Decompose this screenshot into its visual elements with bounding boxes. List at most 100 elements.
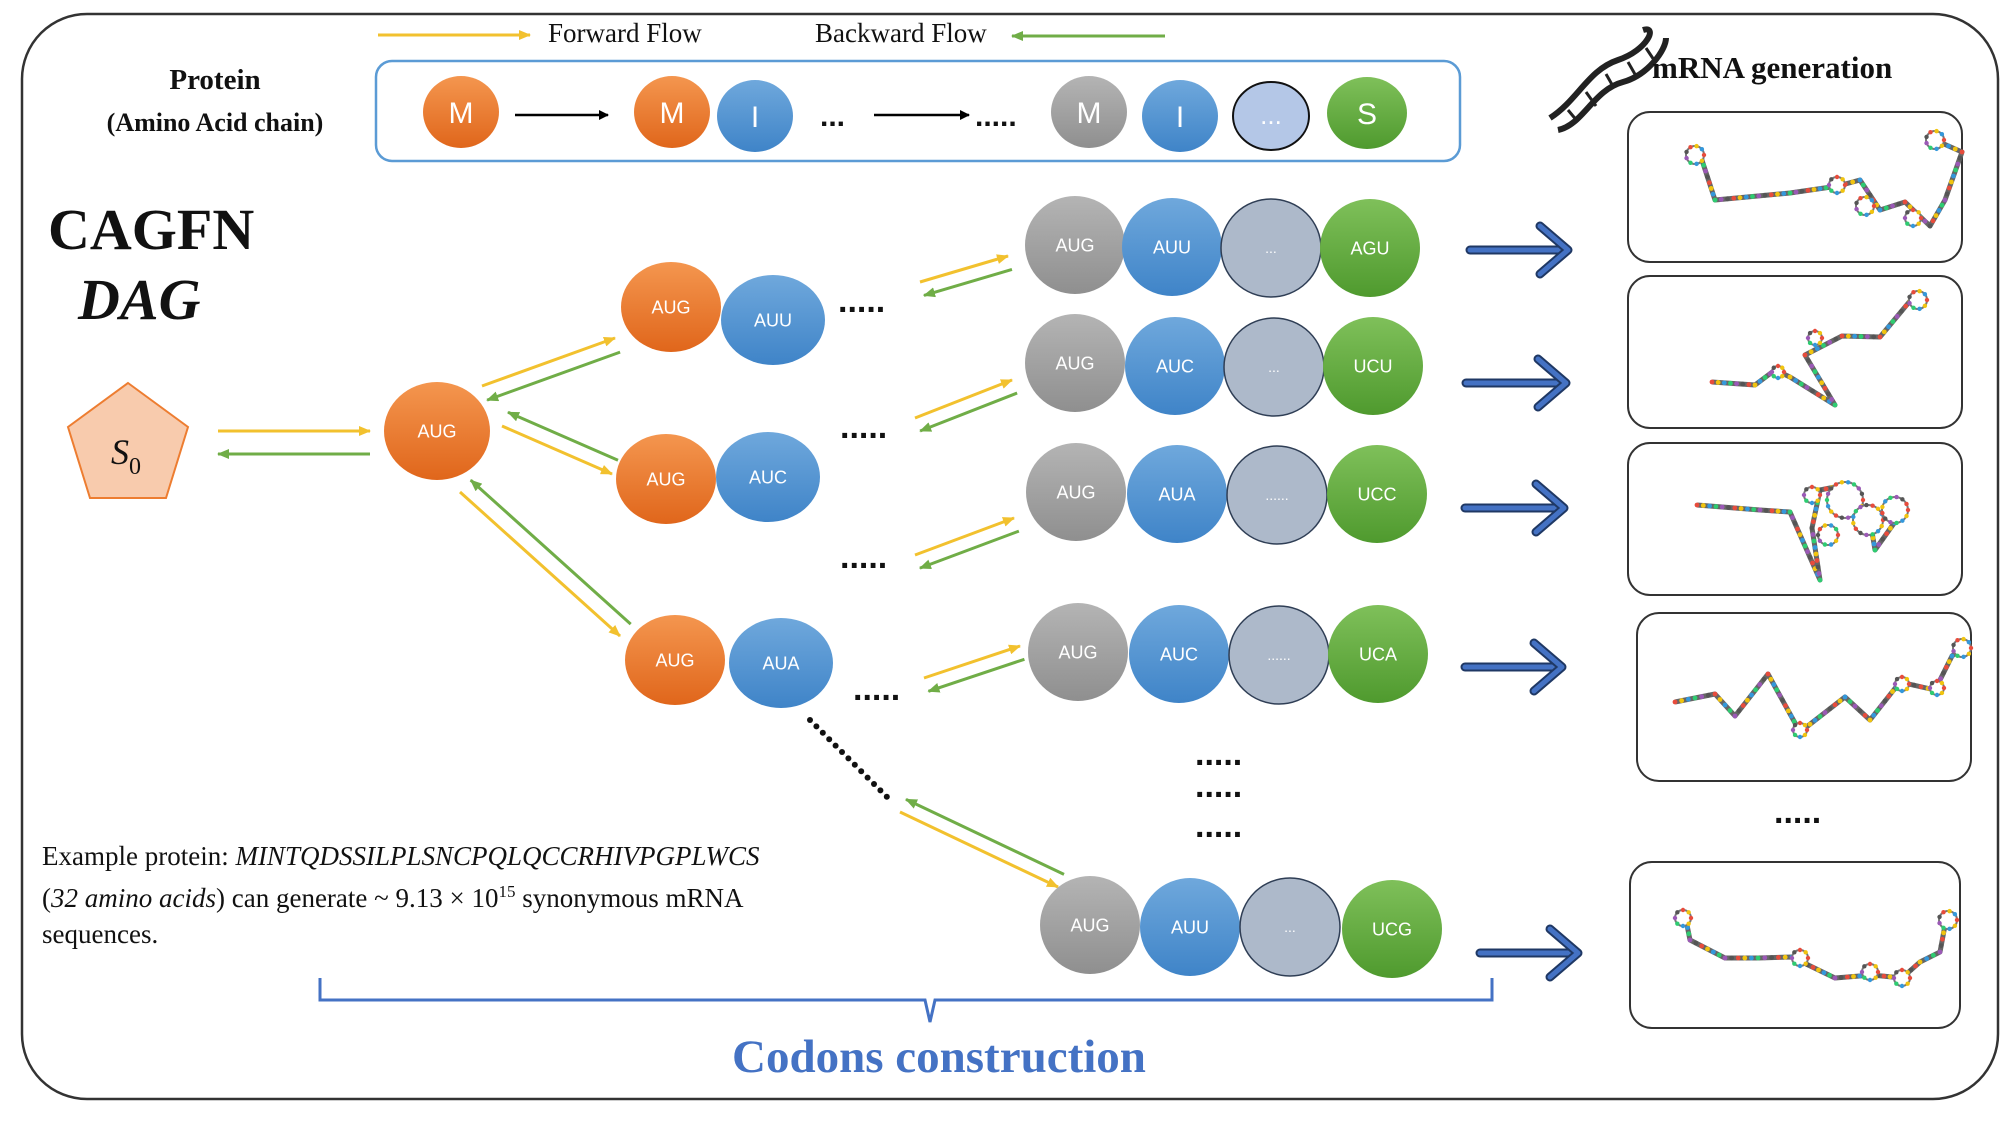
mrna-strand-3-nucleotide <box>1726 505 1731 510</box>
mrna-structure-card-5 <box>1629 861 1961 1029</box>
mrna-strand-5-nucleotide <box>1776 955 1781 960</box>
mrna-loop-3-4-nucleotide <box>1804 487 1809 492</box>
protein-chain-box <box>374 59 1462 163</box>
mrna-strand-2-nucleotide <box>1871 334 1877 340</box>
chain-step1-residue-1: M <box>423 76 499 148</box>
mrna-strand-1-nucleotide <box>1907 204 1913 210</box>
mrna-strand-1-nucleotide <box>1933 213 1939 219</box>
mrna-strand-3-nucleotide <box>1805 549 1810 555</box>
terminal-seq-2-codon-2-shape <box>1125 317 1225 415</box>
mrna-loop-4-4-nucleotide <box>1951 642 1956 648</box>
generation-arrow-head-inner <box>1537 223 1571 277</box>
mrna-loop-5-3-nucleotide <box>1867 961 1873 967</box>
mrna-strand-3-nucleotide <box>1719 504 1725 510</box>
terminal-ellipsis-3: ..... <box>1195 807 1242 845</box>
terminal-seq-3-codon-2-label: AUA <box>1158 484 1195 504</box>
chain-step4-residue-3: ... <box>1232 81 1310 151</box>
mrna-loop-4-4-nucleotide <box>1966 651 1972 656</box>
example-prefix: Example protein: <box>42 841 236 871</box>
flow-l2b-t3-forward <box>914 516 1015 557</box>
mrna-strand-4-nucleotide <box>1882 698 1888 704</box>
protein-title: Protein <box>169 64 261 96</box>
mrna-loop-5-4-nucleotide <box>1891 975 1897 981</box>
mrna-loop-2-3-nucleotide <box>1769 369 1775 375</box>
mrna-loop-3-4-nucleotide <box>1815 498 1820 503</box>
codons-construction-title: Codons construction <box>732 1031 1146 1083</box>
mrna-strand-3-nucleotide <box>1810 560 1815 566</box>
terminal-seq-4-codon-1-label: AUG <box>1058 642 1097 662</box>
mrna-strand-2-nucleotide <box>1881 329 1887 335</box>
mrna-strand-1-nucleotide <box>1743 194 1749 200</box>
chain-step1-residue-1-shape <box>423 76 499 148</box>
terminal-seq-1-codon-2: AUU <box>1122 198 1222 296</box>
mrna-strand-1-nucleotide <box>1710 191 1716 197</box>
mrna-structure-card-4 <box>1636 612 1974 782</box>
mrna-loop-1-3-nucleotide <box>1869 198 1875 203</box>
flow-l2b-t3-backward <box>918 529 1020 570</box>
terminal-seq-3-codon-4: UCC <box>1327 445 1427 543</box>
terminal-seq-3-codon-4-label: UCC <box>1358 484 1397 504</box>
mrna-strand-4-nucleotide <box>1817 714 1823 719</box>
dag-l2-node-3-codon-1-shape <box>625 615 725 705</box>
mrna-loop-3-3-nucleotide <box>1904 501 1909 507</box>
diagonal-dot <box>813 723 820 730</box>
mrna-strand-5-nucleotide <box>1857 973 1863 979</box>
mrna-strand-1-nucleotide <box>1896 201 1902 207</box>
mrna-strand-4-nucleotide <box>1692 695 1698 701</box>
mrna-loop-1-5-nucleotide <box>1939 143 1945 148</box>
mrna-strand-4-nucleotide <box>1867 717 1873 723</box>
mrna-strand-4-nucleotide <box>1788 713 1794 719</box>
mrna-loop-4-1-nucleotide <box>1790 727 1796 733</box>
mrna-loop-4-1-nucleotide <box>1804 727 1810 733</box>
mrna-strand-4-nucleotide <box>1768 676 1774 682</box>
mrna-loop-5-3-nucleotide <box>1862 975 1867 980</box>
flow-root-l2b-forward <box>501 424 613 476</box>
mrna-strand-1-nucleotide <box>1948 179 1954 185</box>
mrna-loop-3-3-nucleotide <box>1894 494 1899 500</box>
mrna-loop-5-1-nucleotide <box>1680 923 1686 929</box>
mrna-loop-1-1-nucleotide <box>1699 147 1705 152</box>
mrna-strand-5-nucleotide <box>1749 955 1754 961</box>
mrna-loop-1-3-nucleotide <box>1869 209 1875 214</box>
mrna-strand-5-nucleotide <box>1938 943 1944 948</box>
generation-arrow-3 <box>1460 479 1569 537</box>
mrna-strand-3-nucleotide <box>1812 512 1818 518</box>
mrna-strand-4-nucleotide <box>1949 653 1955 659</box>
terminal-seq-2-codon-2-label: AUC <box>1156 356 1194 376</box>
mrna-strand-2-nucleotide <box>1808 349 1814 355</box>
terminal-seq-1-codon-4-shape <box>1320 199 1420 297</box>
mrna-strand-5-nucleotide <box>1844 974 1850 980</box>
mrna-strand-2-nucleotide <box>1825 391 1831 397</box>
mrna-strand-3-nucleotide <box>1813 506 1819 512</box>
mrna-strand-5-nucleotide <box>1705 946 1710 952</box>
mrna-strand-4-nucleotide <box>1837 698 1843 704</box>
mrna-loop-5-3-nucleotide <box>1875 969 1881 975</box>
mrna-loop-5-5-nucleotide <box>1947 908 1952 914</box>
mrna-structure-card-1 <box>1627 111 1965 263</box>
mrna-loop-3-1-nucleotide <box>1860 497 1866 503</box>
mrna-loop-4-2-nucleotide <box>1892 681 1898 687</box>
mrna-loop-3-1-nucleotide <box>1839 480 1845 485</box>
mrna-loop-1-2-nucleotide <box>1826 182 1832 188</box>
mrna-loop-3-3-nucleotide <box>1905 507 1911 513</box>
mrna-strand-1-nucleotide <box>1850 179 1856 185</box>
mrna-loop-3-2-nucleotide <box>1864 532 1869 538</box>
mrna-loop-1-3-nucleotide <box>1864 212 1869 218</box>
flow-diag-t5-backward <box>905 797 1065 876</box>
mrna-loop-5-1-nucleotide <box>1686 910 1691 915</box>
mrna-loop-3-5-nucleotide <box>1822 523 1828 528</box>
terminal-seq-4-codon-4-label: UCA <box>1359 644 1397 664</box>
mrna-loop-3-3-nucleotide <box>1888 495 1893 501</box>
generation-arrow-1 <box>1465 221 1573 279</box>
diagonal-dot <box>826 736 833 743</box>
mrna-loop-1-1-nucleotide <box>1684 149 1689 155</box>
mrna-strand-1-nucleotide <box>1877 207 1883 213</box>
mrna-strand-2-nucleotide <box>1798 381 1804 387</box>
mrna-strand-3-nucleotide <box>1763 508 1769 513</box>
mrna-loop-5-2-nucleotide <box>1789 955 1795 961</box>
terminal-seq-3-codon-3-shape <box>1226 445 1328 545</box>
mrna-loop-3-1-nucleotide <box>1833 513 1839 518</box>
mrna-loop-1-1-nucleotide <box>1694 161 1699 167</box>
mrna-strand-5-nucleotide <box>1693 940 1699 946</box>
